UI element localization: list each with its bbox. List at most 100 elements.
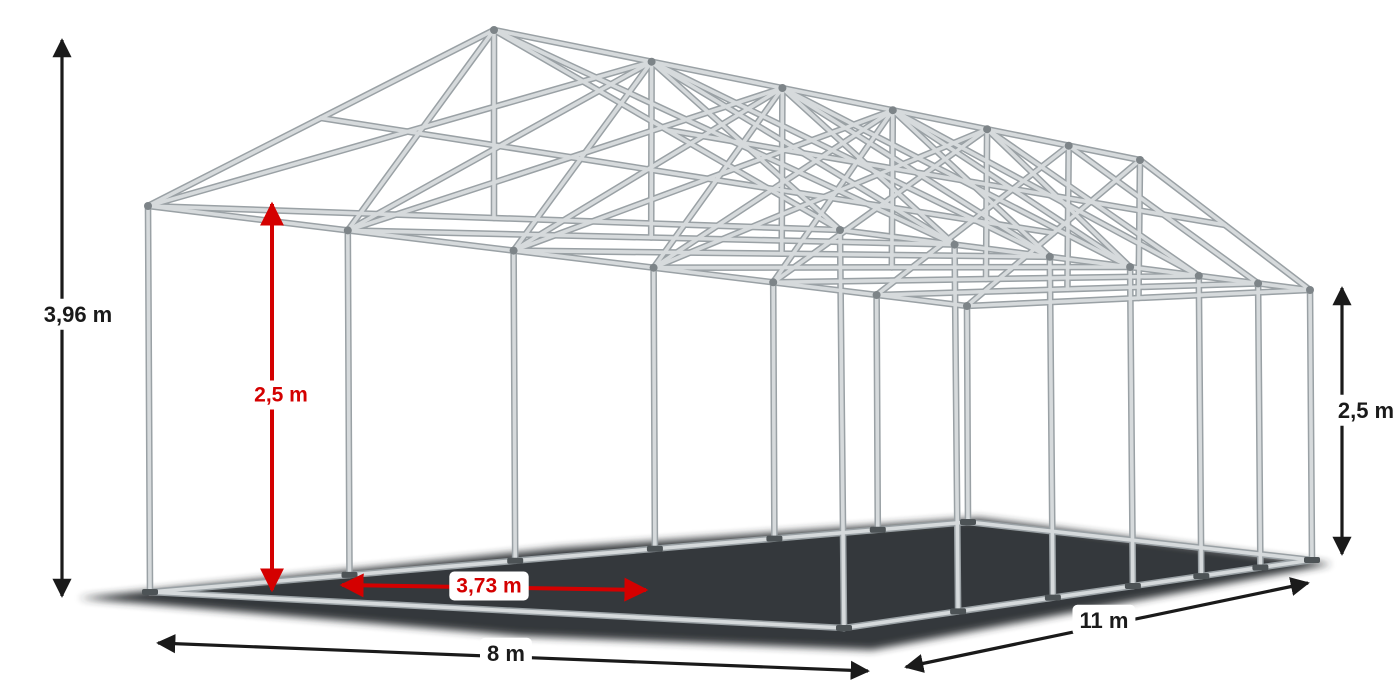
dimension-label-bg [449,571,529,601]
base-plate [1044,594,1061,601]
frame-tube [965,158,1142,308]
dimension-annotations: 3,96 m 2,5 m 3,73 m 2,5 m 8 m [36,38,1400,680]
frame-tube [985,127,1201,278]
base-plate [1304,557,1320,563]
dimension-label-bg [1072,604,1136,636]
frame-tube [492,28,1142,162]
dimension-label: 3,73 m [456,575,521,598]
base-plate [836,625,852,631]
base-plate [960,519,976,525]
frame-structure [142,26,1320,632]
frame-tube [146,204,152,594]
frame-tube [771,108,895,285]
dimension-width: 8 m [156,634,870,680]
frame-tube [665,128,1227,227]
frame-joint [1064,141,1073,150]
frame-tube [146,59,654,208]
dimension-label: 2,5 m [1338,398,1394,423]
frame-tube [779,86,785,256]
frame-joint [647,57,656,66]
frame-tube [1066,143,1260,286]
base-plate [142,589,158,595]
frame-tube [965,304,970,524]
frame-joint [769,278,778,287]
frame-tube [345,59,654,233]
frame-tube [1136,158,1142,300]
base-plate [766,535,783,542]
dimension-label: 8 m [487,641,525,666]
frame-tube [966,520,1314,562]
frame-tube [1138,158,1312,292]
frame-tube [890,108,1201,278]
frame-tube [838,228,846,630]
frame-tube [319,116,1056,235]
frame-tube [492,28,957,247]
dimension-label: 11 m [1080,608,1129,633]
base-plate [1252,564,1269,571]
frame-tube [1128,265,1135,588]
frame-tube [1048,254,1055,600]
base-plate [1193,573,1210,580]
frame-tube [511,59,654,253]
dimension-bay-spacing: 3,73 m [339,571,649,602]
frame-tube [780,86,1052,259]
dimension-label-bg [36,298,120,330]
frame-joint [778,84,787,92]
frame-joint [1136,156,1144,164]
frame-tube [651,108,895,270]
frame-tube [511,86,785,253]
base-plate [341,571,358,578]
frame-tube [651,127,989,270]
frame-tube [771,127,989,285]
frame-tube [511,108,895,253]
frame-tube [345,86,785,233]
frame-tube [1197,273,1204,578]
frame-joint [1254,279,1263,288]
frame-tube [148,590,846,630]
frame-tube [649,59,1052,259]
frame-joint [963,302,971,310]
frame-tube [984,127,989,281]
frame-tube [838,228,1312,292]
base-plate [1124,583,1141,589]
frame-tube [1065,143,1071,292]
frame-tube [651,86,785,270]
frame-joint [343,226,352,235]
frame-tube [651,265,657,551]
frame-joint [490,26,498,34]
frame-joint [1126,263,1135,271]
dimension-label: 3,96 m [44,302,113,327]
frame-joint [509,246,518,255]
frame-joint [888,106,897,115]
frame-tube [148,520,970,594]
frame-joint [983,125,992,134]
dimension-back-side-height: 2,5 m [1330,286,1400,556]
dimension-label-bg [1330,394,1400,426]
frame-tube [874,293,880,532]
dimension-label-bg [247,380,315,410]
frame-tube [952,242,960,614]
frame-tube [1256,281,1263,570]
frame-joint [1306,286,1314,294]
base-plate [869,526,886,533]
frame-joint [144,202,152,210]
frame-joint [950,240,959,249]
frame-tube [780,86,1132,269]
frame-tube [1308,288,1314,562]
base-plate [950,608,967,615]
frame-tube [511,248,518,563]
frame-joint [836,226,844,234]
frame-joint [1045,252,1054,261]
frame-tube [146,28,496,208]
frame-tube [345,228,352,577]
base-plate [507,557,524,564]
dimension-label-bg [480,637,532,669]
frame-tube [771,280,777,541]
base-plate [646,545,663,552]
dimension-length: 11 m [904,577,1310,673]
dimension-front-side-height: 2,5 m [247,201,315,593]
frame-tube [345,28,496,233]
dimension-total-height: 3,96 m [36,38,120,598]
frame-tube [146,204,969,308]
